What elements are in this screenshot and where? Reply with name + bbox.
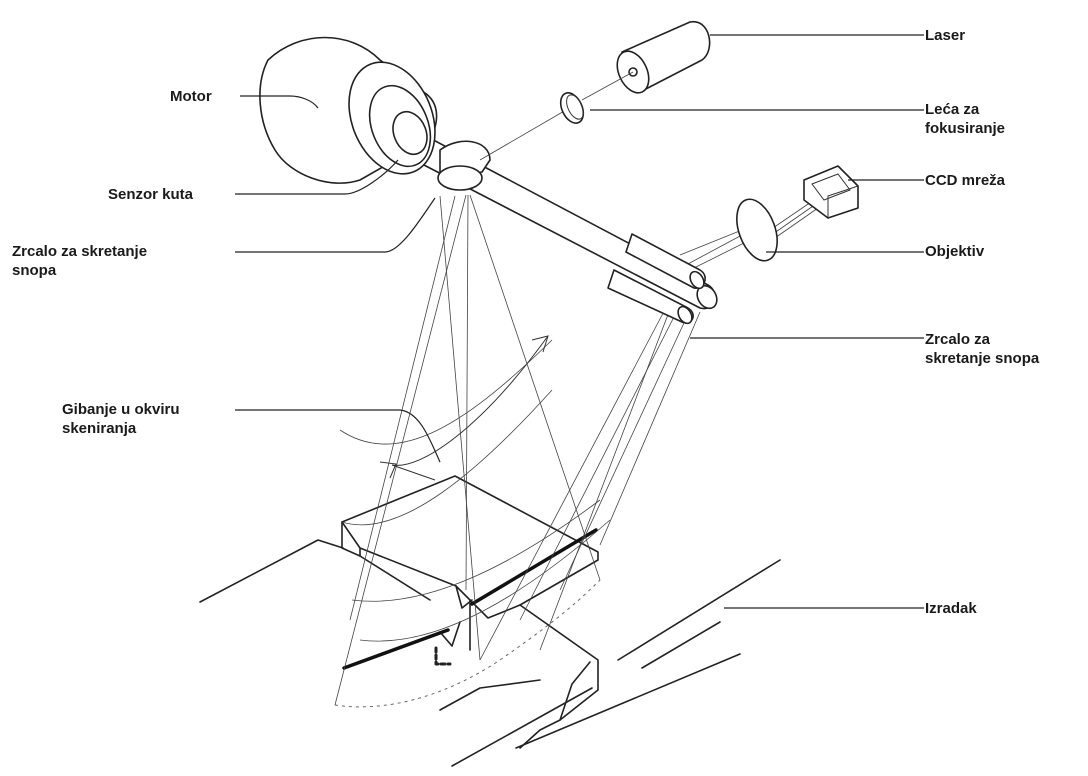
objective-lens <box>736 198 778 262</box>
label-right-deflection-mirror-line1: Zrcalo za <box>925 331 991 348</box>
label-scan-motion: Gibanje u okviru skeniranja <box>62 400 180 438</box>
label-right-deflection-mirror: Zrcalo za skretanje snopa <box>925 330 1039 368</box>
motor <box>259 36 438 184</box>
ccd-array <box>803 165 859 219</box>
receive-rays <box>479 199 819 661</box>
leader-lines <box>235 34 924 609</box>
right-mirror <box>607 233 706 325</box>
label-right-deflection-mirror-line2: skretanje snopa <box>925 350 1040 367</box>
label-focusing-lens-line1: Leća za <box>925 101 980 118</box>
laser <box>479 21 711 161</box>
label-laser: Laser <box>925 27 966 44</box>
label-top-deflection-mirror-line2: snopa <box>12 262 57 279</box>
workpiece <box>199 475 781 767</box>
label-scan-motion-line1: Gibanje u okviru <box>62 401 180 418</box>
label-ccd-array: CCD mreža <box>925 172 1006 189</box>
label-motor: Motor <box>170 88 212 105</box>
focus-lens <box>559 92 585 124</box>
label-top-deflection-mirror-line1: Zrcalo za skretanje <box>12 243 148 260</box>
label-scan-motion-line2: skeniranja <box>62 420 137 437</box>
label-top-deflection-mirror: Zrcalo za skretanje snopa <box>12 242 147 280</box>
label-focusing-lens: Leća za fokusiranje <box>925 100 1005 138</box>
label-workpiece: Izradak <box>925 600 977 617</box>
top-mirror <box>437 140 491 191</box>
scan-fan <box>334 194 611 706</box>
label-focusing-lens-line2: fokusiranje <box>925 120 1006 137</box>
label-objective: Objektiv <box>925 243 985 260</box>
label-angle-sensor: Senzor kuta <box>108 186 194 203</box>
